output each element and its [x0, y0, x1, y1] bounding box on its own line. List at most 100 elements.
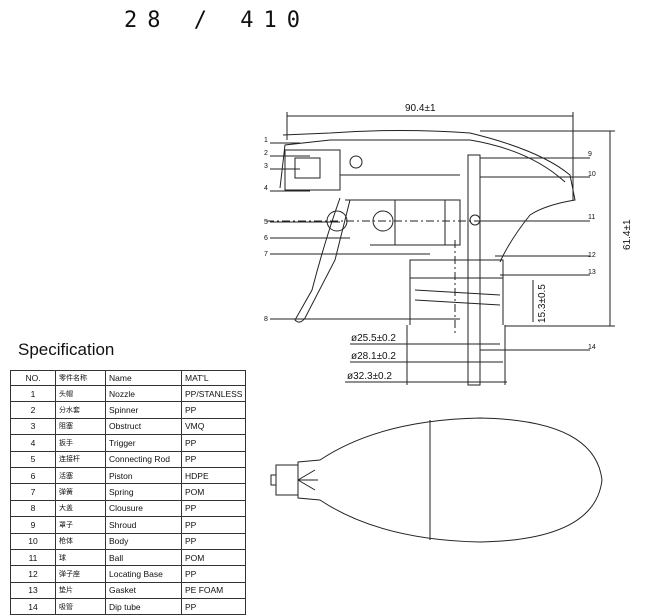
sprayer-body-outline — [266, 130, 590, 386]
callout-8: 8 — [264, 316, 268, 323]
callout-leaders — [270, 142, 590, 351]
part-name: Ball — [105, 548, 182, 567]
part-chinese-name: 连接杆 — [55, 450, 106, 468]
part-chinese-name: 活塞 — [55, 466, 106, 485]
callout-10: 10 — [588, 171, 596, 178]
diameter-28-label: ø28.1±0.2 — [351, 351, 396, 362]
width-dimension: 90.4±1 — [286, 103, 574, 200]
neck-height-dimension: 15.3±0.5 — [532, 280, 548, 323]
part-chinese-name: 大盖 — [55, 499, 106, 518]
part-number: 12 — [10, 565, 56, 583]
callout-14: 14 — [588, 344, 596, 351]
neck-height-label: 15.3±0.5 — [537, 284, 548, 323]
part-name: Connecting Rod — [105, 450, 182, 468]
part-number: 2 — [10, 401, 56, 419]
part-number: 8 — [10, 499, 56, 518]
part-material: PP — [180, 532, 247, 550]
specification-heading: Specification — [18, 340, 115, 359]
part-number: 3 — [10, 417, 56, 436]
callout-6: 6 — [264, 235, 268, 242]
width-dimension-label: 90.4±1 — [405, 103, 436, 114]
part-material: VMQ — [180, 417, 247, 436]
part-chinese-name: 分水套 — [55, 401, 106, 419]
callout-9: 9 — [588, 151, 592, 158]
part-name: Gasket — [105, 581, 182, 600]
part-chinese-name: 吸管 — [55, 598, 106, 616]
callout-11: 11 — [588, 214, 595, 221]
part-material: POM — [180, 548, 247, 567]
diameter-25-label: ø25.5±0.2 — [351, 333, 396, 344]
header-name: Name — [105, 370, 182, 386]
part-number: 13 — [10, 581, 56, 600]
height-dimension-label: 61.4±1 — [622, 219, 633, 250]
sprayer-top-view — [270, 417, 603, 543]
part-name: Spring — [105, 483, 182, 501]
part-number: 14 — [10, 598, 56, 616]
part-name: Clousure — [105, 499, 182, 518]
part-material: PP — [180, 434, 247, 452]
part-name: Dip tube — [105, 598, 182, 616]
part-number: 6 — [10, 466, 56, 485]
part-number: 11 — [10, 548, 56, 567]
callout-2: 2 — [264, 150, 268, 157]
part-material: PP — [180, 450, 247, 468]
part-name: Trigger — [105, 434, 182, 452]
thread-size-title: 28 / 410 — [124, 8, 310, 33]
part-material: PE FOAM — [180, 581, 247, 600]
part-number: 7 — [10, 483, 56, 501]
part-chinese-name: 枪体 — [55, 532, 106, 550]
part-chinese-name: 扳手 — [55, 434, 106, 452]
part-chinese-name: 弹簧 — [55, 483, 106, 501]
part-chinese-name: 球 — [55, 548, 106, 567]
part-chinese-name: 阻塞 — [55, 417, 106, 436]
part-name: Spinner — [105, 401, 182, 419]
callout-3: 3 — [264, 163, 268, 170]
part-material: PP — [180, 565, 247, 583]
callout-4: 4 — [264, 185, 268, 192]
part-name: Obstruct — [105, 417, 182, 436]
part-number: 5 — [10, 450, 56, 468]
callout-1: 1 — [264, 137, 268, 144]
header-material: MAT'L — [180, 370, 247, 386]
part-name: Locating Base — [105, 565, 182, 583]
table-header-row: NO. 零件名称 Name MAT'L — [10, 370, 247, 386]
height-dimension: 61.4±1 — [480, 130, 633, 327]
part-material: HDPE — [180, 466, 247, 485]
header-no: NO. — [10, 370, 56, 386]
part-material: PP — [180, 401, 247, 419]
part-name: Body — [105, 532, 182, 550]
callout-13: 13 — [588, 269, 596, 276]
part-number: 9 — [10, 516, 56, 534]
callout-numbers: 1 2 3 4 5 6 7 8 9 10 11 12 13 14 — [264, 137, 596, 351]
part-number: 4 — [10, 434, 56, 452]
callout-5: 5 — [264, 219, 268, 226]
part-material: PP — [180, 516, 247, 534]
part-chinese-name: 垫片 — [55, 581, 106, 600]
part-material: PP/STANLESS — [180, 384, 247, 403]
callout-12: 12 — [588, 252, 596, 259]
header-chinese-name: 零件名称 — [55, 370, 106, 386]
part-material: PP — [180, 499, 247, 518]
part-name: Shroud — [105, 516, 182, 534]
part-chinese-name: 罩子 — [55, 516, 106, 534]
callout-7: 7 — [264, 251, 268, 258]
part-chinese-name: 头帽 — [55, 384, 106, 403]
part-number: 10 — [10, 532, 56, 550]
part-material: PP — [180, 598, 247, 616]
part-name: Piston — [105, 466, 182, 485]
